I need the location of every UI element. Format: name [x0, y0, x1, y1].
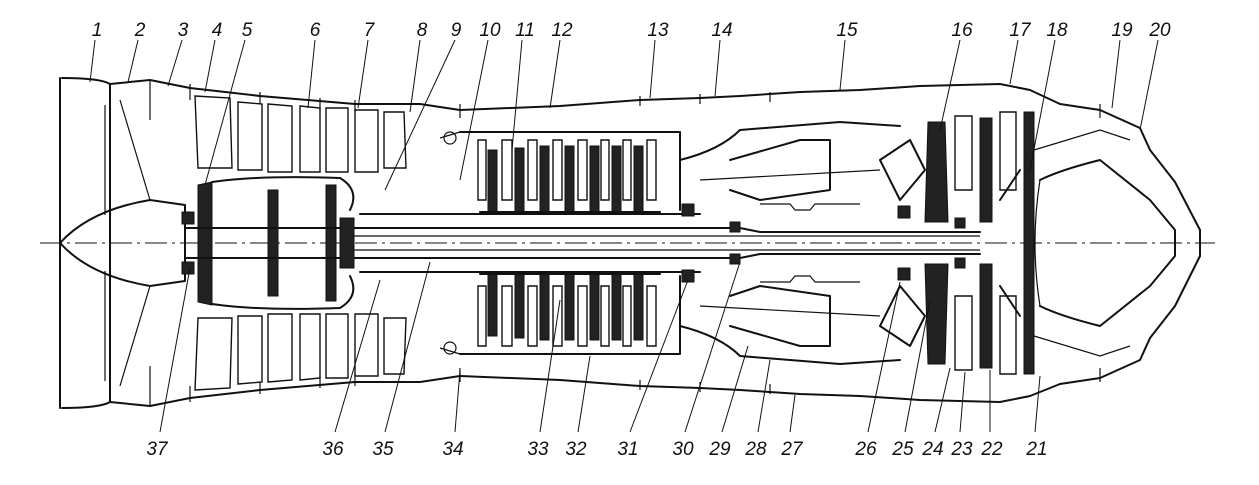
label-34: 34	[442, 439, 463, 460]
exhaust-cone	[1033, 129, 1176, 357]
label-28: 28	[744, 439, 767, 460]
turbine	[879, 111, 1035, 375]
label-3: 3	[178, 20, 189, 41]
lp-compressor	[181, 95, 407, 391]
label-15: 15	[836, 20, 858, 41]
label-17: 17	[1009, 20, 1032, 41]
label-4: 4	[212, 20, 223, 41]
label-19: 19	[1111, 20, 1133, 41]
hp-compressor	[439, 131, 681, 355]
label-16: 16	[951, 20, 973, 41]
label-18: 18	[1046, 20, 1068, 41]
label-33: 33	[527, 439, 549, 460]
label-7: 7	[364, 20, 376, 41]
label-11: 11	[515, 20, 535, 41]
leader-lines	[89, 39, 1159, 433]
label-37: 37	[146, 439, 169, 460]
label-36: 36	[322, 439, 344, 460]
label-5: 5	[242, 20, 253, 41]
label-25: 25	[891, 439, 914, 460]
label-23: 23	[950, 439, 973, 460]
label-35: 35	[372, 439, 394, 460]
top-labels: 1 2 3 4 5 6 7 8 9 10 11 12 13 14 15 16 1…	[92, 20, 1171, 41]
combustion-chamber	[679, 121, 901, 365]
label-1: 1	[92, 20, 103, 41]
label-26: 26	[854, 439, 877, 460]
label-22: 22	[980, 439, 1003, 460]
label-10: 10	[479, 20, 501, 41]
label-12: 12	[551, 20, 573, 41]
inlet-spinner	[59, 99, 186, 387]
label-30: 30	[672, 439, 694, 460]
shafts	[184, 213, 981, 273]
label-31: 31	[617, 439, 638, 460]
label-13: 13	[647, 20, 669, 41]
label-29: 29	[708, 439, 731, 460]
label-14: 14	[711, 20, 732, 41]
label-8: 8	[417, 20, 428, 41]
label-24: 24	[921, 439, 943, 460]
label-9: 9	[451, 20, 462, 41]
label-21: 21	[1025, 439, 1047, 460]
label-2: 2	[134, 20, 146, 41]
label-32: 32	[565, 439, 587, 460]
bottom-labels: 37 36 35 34 33 32 31 30 29 28 27 26 25 2…	[146, 439, 1047, 460]
label-20: 20	[1148, 20, 1171, 41]
label-6: 6	[310, 20, 321, 41]
label-27: 27	[780, 439, 804, 460]
